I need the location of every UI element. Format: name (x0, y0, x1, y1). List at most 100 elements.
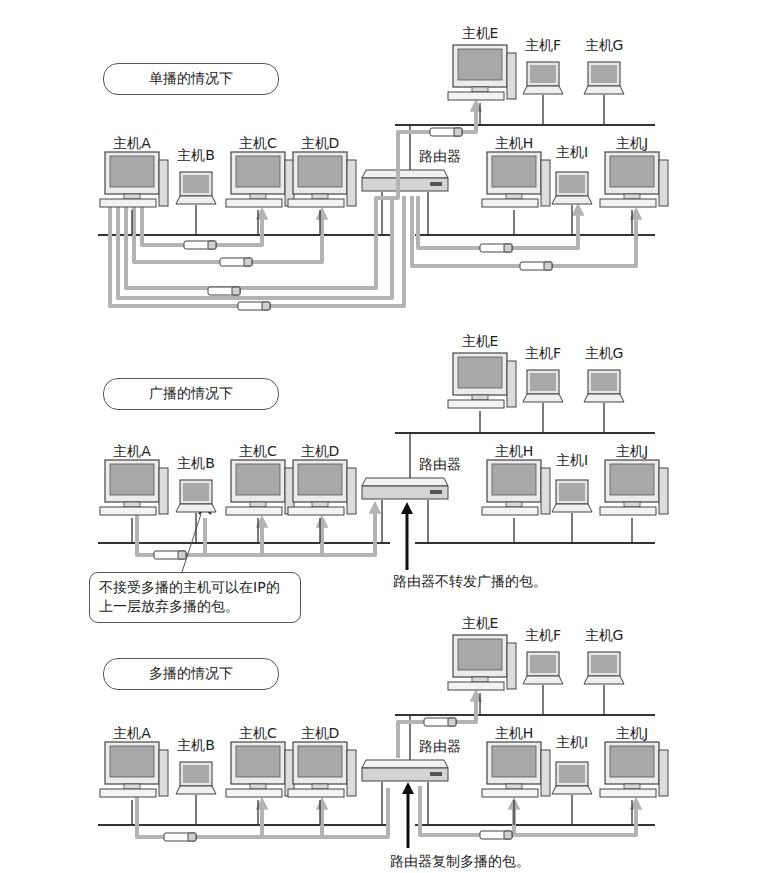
desktop-computer (482, 460, 550, 543)
lan-cable (98, 542, 390, 544)
packet-route (126, 104, 476, 288)
packet-icon (430, 128, 462, 136)
node-text: 广播的情况下 (148, 384, 234, 403)
host-label: 路由器 (419, 456, 461, 473)
host-label: 主机I (556, 452, 588, 469)
laptop-computer (523, 62, 563, 125)
host-label: 主机I (556, 734, 588, 751)
packet-icon (164, 833, 196, 841)
laptop-computer (552, 480, 592, 543)
lan-cable (98, 824, 390, 826)
pointer-arrow (407, 788, 410, 848)
packet-icon (154, 551, 186, 559)
lan-cable (415, 234, 655, 236)
packet-icon (480, 244, 512, 252)
lan-cable (415, 542, 655, 544)
laptop-computer (176, 480, 216, 543)
desktop-computer (482, 742, 550, 825)
desktop-computer (226, 152, 294, 235)
packet-icon (424, 718, 456, 726)
leader-line (182, 514, 201, 572)
host-label: 主机G (585, 627, 624, 644)
desktop-computer (600, 460, 668, 543)
laptop-computer (552, 172, 592, 235)
packet-route (118, 196, 392, 298)
packet-icon (208, 287, 240, 295)
host-label: 主机I (556, 144, 588, 161)
packet-icon (220, 258, 252, 266)
host-label: 主机G (585, 37, 624, 54)
packet-icon (184, 241, 216, 249)
host-label: 主机B (177, 455, 215, 472)
panel-title: 单播的情况下 (103, 63, 279, 95)
host-label: 主机F (525, 345, 561, 362)
host-label: 主机E (462, 25, 499, 42)
panel-title: 广播的情况下 (103, 378, 279, 410)
laptop-computer (176, 762, 216, 825)
packet-icon (520, 262, 552, 270)
desktop-computer (226, 742, 294, 825)
laptop-computer (552, 762, 592, 825)
host-label: 主机J (616, 135, 648, 152)
desktop-computer (226, 460, 294, 543)
desktop-computer (288, 152, 356, 235)
laptop-computer (523, 370, 563, 433)
host-label: 主机A (113, 443, 151, 460)
desktop-computer (482, 152, 550, 235)
lan-cable (415, 824, 655, 826)
desktop-computer (448, 635, 516, 715)
host-label: 主机H (495, 135, 534, 152)
note-text: 路由器不转发广播的包。 (393, 573, 547, 590)
packet-icon (480, 831, 512, 839)
host-label: 路由器 (419, 148, 461, 165)
lan-cable (395, 432, 655, 434)
node-text: 不接受多播的主机可以在IP的上一层放弃多播的包。 (99, 578, 291, 616)
laptop-computer (176, 172, 216, 235)
desktop-computer (288, 460, 356, 543)
host-label: 主机B (177, 147, 215, 164)
desktop-computer (448, 353, 516, 433)
desktop-computer (288, 742, 356, 825)
host-label: 主机A (113, 725, 151, 742)
pointer-arrow (406, 508, 409, 570)
host-label: 主机D (301, 725, 340, 742)
packet-icon (238, 302, 270, 310)
host-label: 主机E (462, 333, 499, 350)
packet-route (203, 518, 207, 555)
panel-title: 多播的情况下 (103, 658, 279, 690)
packet-route (137, 506, 375, 555)
router-device (362, 715, 448, 825)
packet-route (134, 207, 322, 262)
host-label: 主机C (239, 135, 277, 152)
host-label: 主机A (113, 135, 151, 152)
desktop-computer (448, 45, 516, 125)
node-text: 多播的情况下 (148, 664, 234, 683)
host-label: 主机J (616, 443, 648, 460)
host-label: 主机F (525, 627, 561, 644)
host-label: 主机J (616, 725, 648, 742)
host-label: 路由器 (419, 738, 461, 755)
desktop-computer (600, 742, 668, 825)
host-label: 主机D (301, 135, 340, 152)
callout-box: 不接受多播的主机可以在IP的上一层放弃多播的包。 (89, 572, 301, 623)
packet-route (110, 196, 404, 306)
packet-route (142, 207, 262, 245)
host-label: 主机D (301, 443, 340, 460)
host-label: 主机E (462, 615, 499, 632)
packet-route (260, 802, 264, 837)
desktop-computer (100, 460, 168, 543)
host-label: 主机G (585, 345, 624, 362)
host-label: 主机B (177, 737, 215, 754)
laptop-computer (523, 652, 563, 715)
desktop-computer (100, 152, 168, 235)
host-label: 主机C (239, 443, 277, 460)
host-label: 主机F (525, 37, 561, 54)
laptop-computer (584, 62, 624, 125)
packet-route (260, 520, 264, 555)
host-label: 主机C (239, 725, 277, 742)
desktop-computer (600, 152, 668, 235)
packet-route (398, 694, 476, 758)
host-label: 主机H (495, 443, 534, 460)
